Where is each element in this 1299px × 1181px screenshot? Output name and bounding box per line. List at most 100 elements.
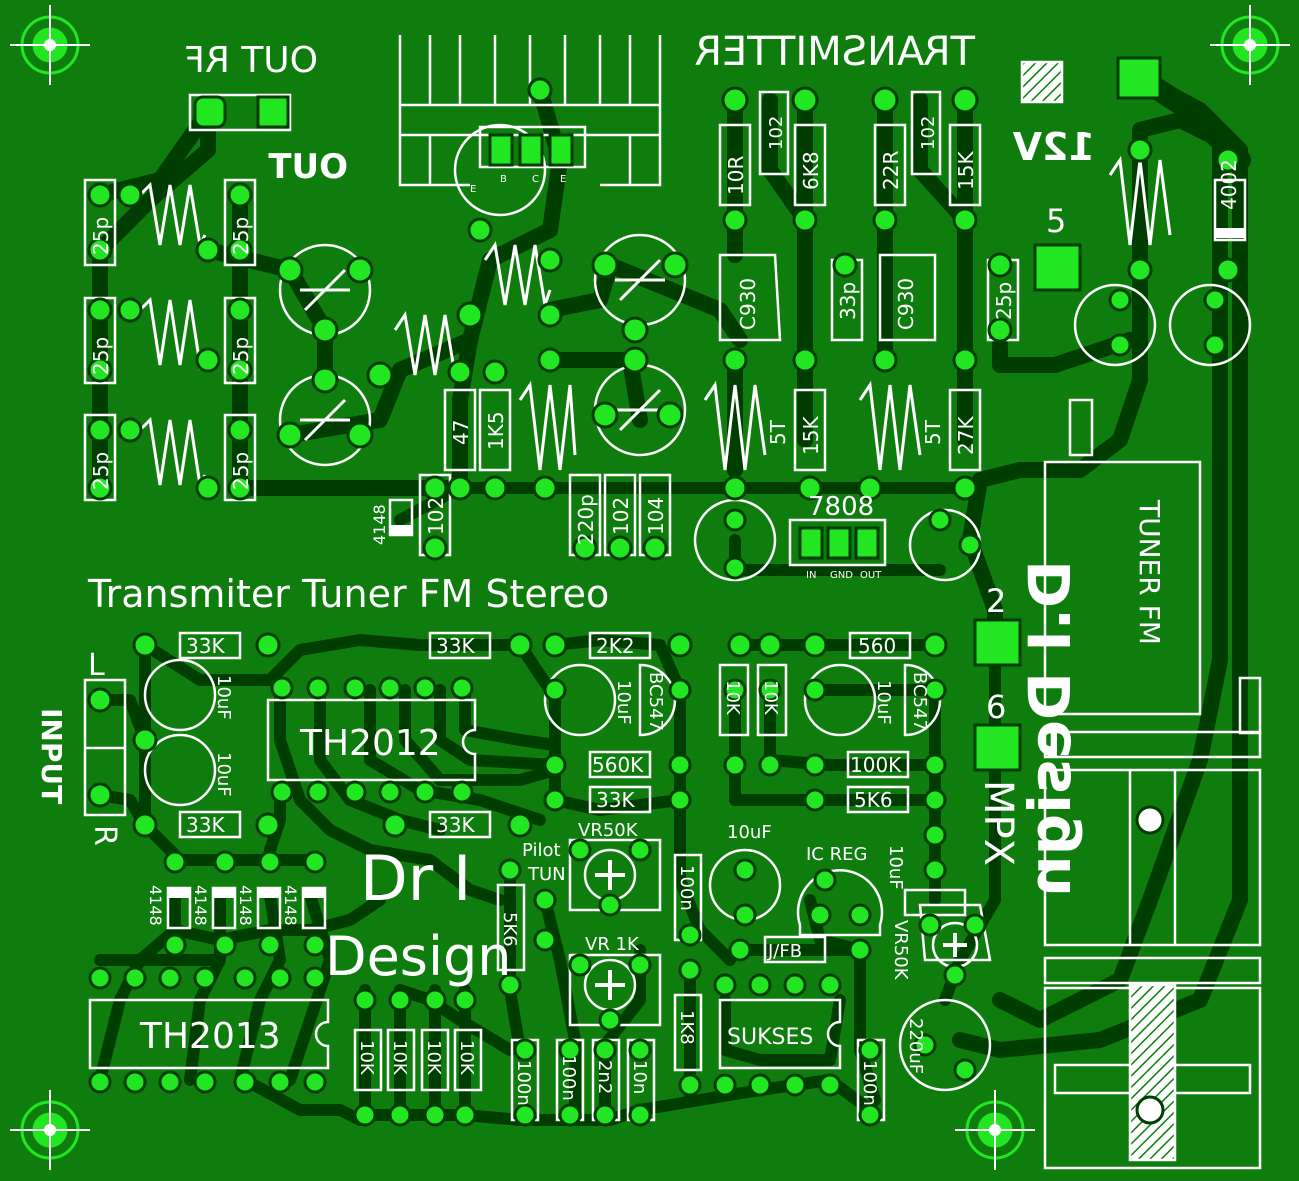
input-r-label: R [87,825,122,846]
mounting-hole-bottom-right [955,1090,1035,1170]
diode-4148-label: 4148 [236,885,255,926]
r-10k-a-label: 10K [722,680,743,716]
diode-4148-label: 4148 [146,885,165,926]
ic-th2012-label: TH2012 [299,723,441,764]
rf-cap-label: 25p [229,452,253,490]
d-4002-label: 4002 [1217,159,1241,210]
reg-pin-label: GND [830,570,853,581]
bc547-b-label: BC547 [909,672,930,731]
input-label: INPUT [35,708,68,804]
r-10k-row-label: 10K [423,1040,444,1076]
rf-cap-label: 25p [229,217,253,255]
r-33k-4-label: 33K [186,813,225,837]
c-220p-label: 220p [574,494,598,545]
r-15k-b-label: 15K [799,416,823,455]
r-1k5-label: 1K5 [484,411,508,450]
diode-4148-label: 4148 [281,885,300,926]
ic-reg-label: IC REG [806,844,867,865]
c-100n-b-label: 100n [513,1060,534,1106]
c930-a-label: C930 [736,278,760,330]
r-560-label: 560 [858,634,896,658]
r-33k-2-label: 33K [436,634,475,658]
coil-5t-b-label: 5T [921,419,945,445]
c-25p-right-label: 25p [992,282,1016,320]
silkscreen-shapes [83,35,1262,1170]
r-6k8-label: 6K8 [799,151,823,190]
r-47-label: 47 [449,420,473,445]
bc547-a-label: BC547 [645,672,666,731]
rf-cap-label: 25p [229,337,253,375]
out-rf-label: OUT RF [184,40,318,81]
c-100n-a-label: 100n [676,865,697,911]
c-100n-d-label: 100n [859,1060,880,1106]
r-33k-1-label: 33K [186,634,225,658]
c930-b-label: C930 [894,278,918,330]
pin-6-label: 6 [986,688,1006,726]
brand-line-2: Design [325,925,511,988]
transistor-pin-label: C [532,174,539,185]
input-l-label: L [88,648,105,683]
tuner-fm-label: TUNER FM [1133,499,1166,645]
silkscreen-labels: TRANSMITTER OUT RF OUT 12V 5 2 6 Transmi… [35,29,1241,1106]
r-33k-3-label: 33K [596,788,635,812]
r-100k-label: 100K [850,753,902,777]
vr50k-b-label: VR50K [890,920,911,981]
vr50k-a-label: VR50K [578,820,639,841]
c-102-d-label: 102 [918,116,939,150]
mirrored-brand-label: D.I Design [1016,560,1084,897]
r-10k-row-label: 10K [456,1040,477,1076]
rf-cap-label: 25p [89,452,113,490]
supply-12v-label: 12V [1012,125,1095,169]
brand-line-1: Dr I [360,842,471,915]
jfb-label: J/FB [767,941,802,962]
coil-5t-a-label: 5T [766,419,790,445]
c-104-label: 104 [644,497,668,535]
r-10k-b-label: 10K [760,680,781,716]
copper-tracks [92,67,1251,1126]
rf-cap-label: 25p [89,337,113,375]
reg-7808-label: 7808 [808,492,874,522]
mounting-hole-top-right [1210,5,1290,85]
mounting-holes [10,5,1290,1170]
heatsink-outline [398,35,662,187]
c-10n-label: 10n [629,1060,650,1094]
r-27k-label: 27K [954,416,978,455]
cap-10uf-5-label: 10uF [727,822,772,843]
cap-10uf-3-label: 10uF [613,680,634,725]
r-15k-a-label: 15K [954,151,978,190]
c-2n2-label: 2n2 [594,1060,615,1094]
cap-10uf-2-label: 10uF [213,752,234,797]
r-1k8-label: 1K8 [676,1010,697,1045]
ic-th2013-label: TH2013 [139,1016,281,1057]
diode-bands [168,228,1245,898]
c-102-b-label: 102 [609,497,633,535]
cap-220uf-label: 220uF [905,1018,926,1074]
diode-4148-label: 4148 [191,885,210,926]
r-2k2-label: 2K2 [596,634,635,658]
pin-5-label: 5 [1046,202,1066,240]
mounting-hole-bottom-left [10,1090,90,1170]
pilot-label-2: TUN [527,864,566,885]
c-102-a-label: 102 [424,497,448,535]
r-10k-row-label: 10K [356,1040,377,1076]
c-33p-label: 33p [836,282,860,320]
r-5k6-v-label: 5K6 [499,912,520,947]
mounting-hole-top-left [10,5,90,85]
transmitter-label: TRANSMITTER [694,29,976,75]
c-100n-c-label: 100n [558,1055,579,1101]
c-102-c-label: 102 [766,116,787,150]
board-title: Transmiter Tuner FM Stereo [87,572,609,616]
reg-pin-label: IN [806,570,816,581]
rf-cap-label: 25p [89,217,113,255]
transistor-pin-label: E [470,184,476,195]
transistor-pin-label: E [560,174,566,185]
pilot-label-1: Pilot [522,840,561,861]
r-10r-label: 10R [724,156,748,195]
transistor-pin-label: B [500,174,507,185]
ic-sukses-label: SUKSES [727,1025,813,1050]
cap-10uf-4-label: 10uF [873,680,894,725]
r-560k-label: 560K [592,753,644,777]
reg-pin-label: OUT [860,570,882,581]
